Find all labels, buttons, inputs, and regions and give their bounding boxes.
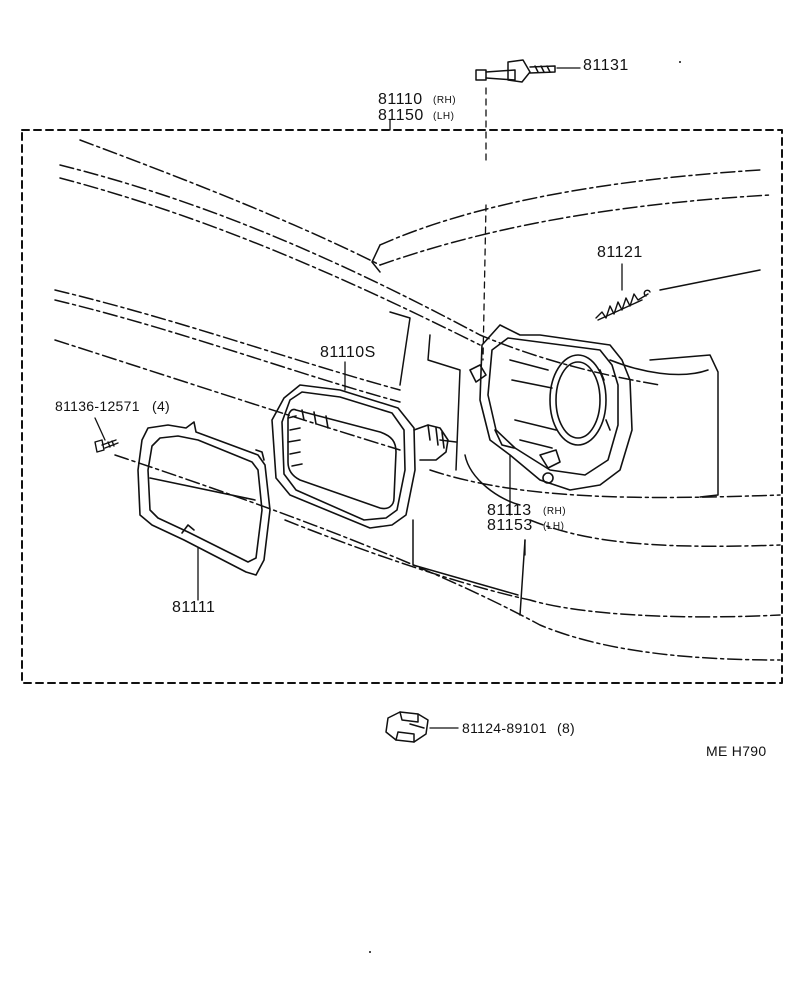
- label-81121: 81121: [597, 244, 643, 261]
- label-81124-qty: (8): [557, 720, 576, 736]
- label-81153: 81153: [487, 517, 533, 534]
- retaining-ring-81111: [137, 421, 271, 576]
- label-81153-lh: (LH): [543, 521, 565, 532]
- reference-code: ME H790: [706, 743, 767, 759]
- label-81113: 81113: [487, 502, 532, 519]
- leader-lines: [94, 67, 623, 729]
- sealed-beam-headlamp-81110S: [271, 384, 457, 529]
- label-81150-lh: (LH): [433, 111, 455, 122]
- print-dot: [679, 61, 681, 63]
- screw-81136: [94, 439, 119, 453]
- label-81136-qty: (4): [152, 398, 171, 414]
- body-panel-lines: [371, 244, 761, 616]
- spring-81121: [595, 289, 651, 321]
- print-dot: [369, 951, 371, 953]
- adjusting-screw-81131: [475, 59, 556, 83]
- label-81124-89101: 81124-89101: [462, 720, 547, 736]
- clip-81124: [385, 711, 429, 743]
- label-81111: 81111: [172, 599, 216, 616]
- label-81110S: 81110S: [320, 344, 376, 361]
- headlamp-housing-81113: [469, 324, 633, 491]
- label-81136-12571: 81136-12571: [55, 398, 140, 414]
- assembly-boundary: [21, 129, 783, 684]
- label-81131: 81131: [583, 57, 629, 74]
- label-81113-rh: (RH): [543, 506, 567, 517]
- vehicle-body-outline: [54, 139, 781, 661]
- label-81110: 81110: [378, 91, 423, 108]
- label-81150: 81150: [378, 107, 424, 124]
- label-81110-rh: (RH): [433, 95, 457, 106]
